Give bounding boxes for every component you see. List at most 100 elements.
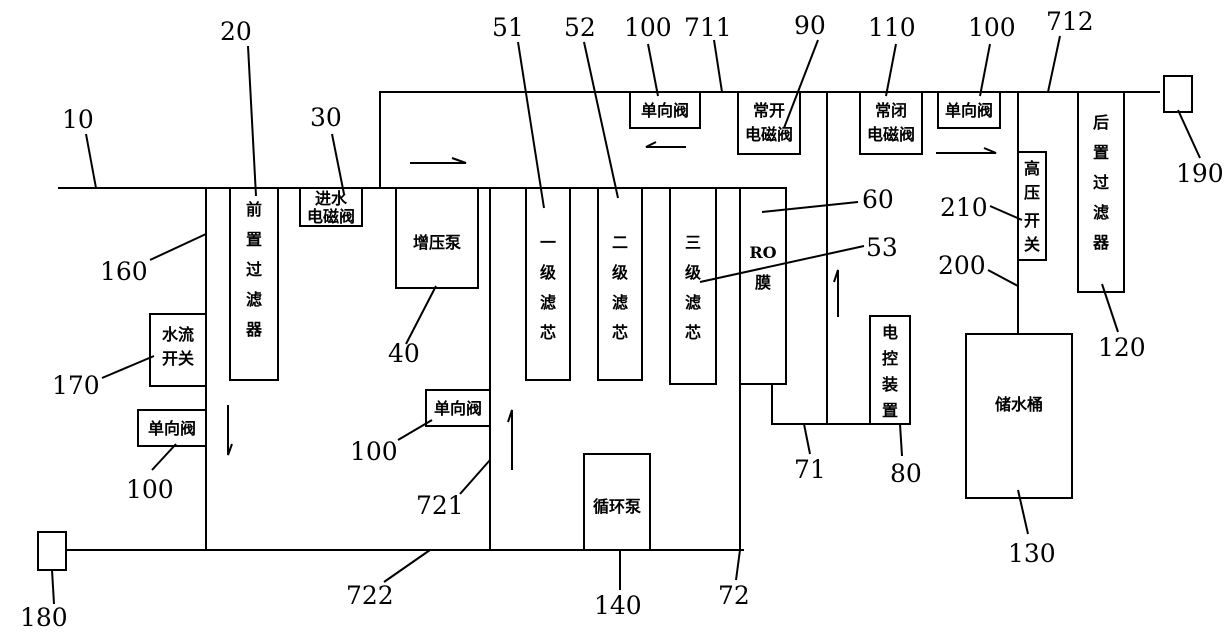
faucet-180 bbox=[37, 531, 67, 571]
filter3-label-4: 芯 bbox=[685, 323, 701, 342]
post-filter-label-1: 后 bbox=[1093, 113, 1109, 132]
check-valve-top-left: 单向阀 bbox=[629, 91, 701, 129]
ref-90: 90 bbox=[794, 11, 826, 40]
flow-switch-label-1: 水流 bbox=[162, 325, 194, 344]
arrow-up-icon bbox=[833, 269, 839, 317]
tank-label: 储水桶 bbox=[994, 395, 1043, 414]
filter3-label-2: 级 bbox=[685, 263, 702, 282]
post-filter-label-5: 器 bbox=[1092, 233, 1110, 252]
ref-71: 71 bbox=[794, 455, 826, 484]
filter2-label-1: 二 bbox=[612, 233, 628, 252]
controller-label-1: 电 bbox=[882, 323, 898, 342]
ref-722: 722 bbox=[346, 581, 394, 610]
flow-arrows bbox=[227, 141, 997, 470]
controller-label-2: 控 bbox=[882, 349, 898, 368]
electric-control-device: 电 控 装 置 bbox=[869, 315, 911, 425]
normally-closed-valve: 常闭 电磁阀 bbox=[859, 91, 923, 155]
circ-pump-label: 循环泵 bbox=[593, 497, 641, 516]
nc-valve-label-2: 电磁阀 bbox=[867, 125, 915, 144]
pre-filter-label-1: 前 bbox=[246, 200, 262, 219]
filter-stage-2: 二 级 滤 芯 bbox=[597, 187, 643, 381]
ref-120: 120 bbox=[1098, 333, 1146, 362]
ref-51: 51 bbox=[492, 13, 524, 42]
ref-53: 53 bbox=[866, 233, 898, 262]
check-valve-top-right: 单向阀 bbox=[937, 91, 1001, 129]
ro-membrane: RO 膜 bbox=[739, 187, 787, 385]
check-valve-label: 单向阀 bbox=[641, 101, 689, 120]
filter3-label-3: 滤 bbox=[685, 293, 701, 312]
filter3-label-1: 三 bbox=[685, 233, 701, 252]
ref-130: 130 bbox=[1008, 539, 1056, 568]
ref-72: 72 bbox=[718, 581, 750, 610]
circulating-pump: 循环泵 bbox=[583, 453, 651, 551]
hp-switch-label-3: 开 bbox=[1024, 211, 1040, 230]
inlet-valve-label-1: 进水 bbox=[315, 189, 348, 208]
filter2-label-2: 级 bbox=[612, 263, 629, 282]
post-filter: 后 置 过 滤 器 bbox=[1077, 91, 1125, 293]
pre-filter-label-2: 置 bbox=[246, 230, 262, 249]
controller-label-3: 装 bbox=[881, 375, 898, 394]
booster-pump-label: 增压泵 bbox=[413, 233, 461, 252]
hp-switch-label-4: 关 bbox=[1024, 235, 1040, 254]
no-valve-label-2: 电磁阀 bbox=[745, 125, 793, 144]
ref-721: 721 bbox=[416, 491, 464, 520]
ref-711: 711 bbox=[684, 13, 732, 42]
check-valve-label: 单向阀 bbox=[434, 399, 482, 418]
flow-switch-label-2: 开关 bbox=[162, 349, 194, 368]
check-valve-label: 单向阀 bbox=[945, 101, 993, 120]
ref-10: 10 bbox=[62, 105, 94, 134]
filter2-label-4: 芯 bbox=[612, 323, 628, 342]
inlet-solenoid-valve: 进水 电磁阀 bbox=[299, 187, 363, 227]
ref-100-left: 100 bbox=[126, 475, 174, 504]
pre-filter-label-3: 过 bbox=[246, 260, 262, 279]
ref-190: 190 bbox=[1176, 159, 1224, 188]
ro-prefix-label: RO bbox=[749, 243, 776, 262]
ref-160: 160 bbox=[100, 257, 148, 286]
pre-filter-label-4: 滤 bbox=[246, 290, 262, 309]
ref-52: 52 bbox=[564, 13, 596, 42]
no-valve-label-1: 常开 bbox=[753, 101, 785, 120]
ref-200: 200 bbox=[938, 251, 986, 280]
ref-210: 210 bbox=[940, 193, 988, 222]
pre-filter-label-5: 器 bbox=[245, 320, 263, 339]
post-filter-label-4: 滤 bbox=[1093, 203, 1109, 222]
booster-pump: 增压泵 bbox=[395, 187, 479, 289]
arrow-up-icon bbox=[507, 409, 513, 470]
ref-110: 110 bbox=[868, 13, 916, 42]
ref-100-middle: 100 bbox=[350, 437, 398, 466]
inlet-valve-label-2: 电磁阀 bbox=[307, 207, 355, 226]
reference-numbers: 10 20 30 40 51 52 100 711 90 110 100 712… bbox=[20, 7, 1224, 632]
ref-100-top-left: 100 bbox=[624, 13, 672, 42]
ref-30: 30 bbox=[310, 103, 342, 132]
nc-valve-label-1: 常闭 bbox=[875, 101, 907, 120]
ref-20: 20 bbox=[220, 17, 252, 46]
arrow-right-icon bbox=[410, 157, 467, 164]
filter-stage-1: 一 级 滤 芯 bbox=[525, 187, 571, 381]
filter1-label-2: 级 bbox=[540, 263, 557, 282]
pre-filter: 前 置 过 滤 器 bbox=[229, 187, 279, 381]
ref-60: 60 bbox=[862, 185, 894, 214]
ref-180: 180 bbox=[20, 603, 68, 632]
arrow-down-icon bbox=[227, 405, 233, 456]
filter1-label-4: 芯 bbox=[540, 323, 556, 342]
leader-lines bbox=[51, 35, 1201, 605]
ro-membrane-label: 膜 bbox=[755, 273, 771, 292]
hp-switch-label-2: 压 bbox=[1024, 183, 1040, 202]
high-pressure-switch: 高 压 开 关 bbox=[1017, 151, 1047, 261]
storage-tank: 储水桶 bbox=[965, 333, 1073, 499]
filter1-label-3: 滤 bbox=[540, 293, 556, 312]
flow-switch: 水流 开关 bbox=[149, 313, 207, 387]
arrow-right-icon bbox=[936, 147, 997, 154]
ref-170: 170 bbox=[52, 371, 100, 400]
normally-open-valve: 常开 电磁阀 bbox=[737, 91, 801, 155]
controller-label-4: 置 bbox=[882, 401, 898, 420]
ref-712: 712 bbox=[1046, 7, 1094, 36]
arrow-left-icon bbox=[645, 141, 686, 148]
ref-80: 80 bbox=[890, 459, 922, 488]
post-filter-label-3: 过 bbox=[1093, 173, 1109, 192]
hp-switch-label-1: 高 bbox=[1024, 159, 1040, 178]
faucet-190 bbox=[1163, 75, 1193, 113]
check-valve-left: 单向阀 bbox=[137, 409, 207, 447]
check-valve-label: 单向阀 bbox=[148, 419, 196, 438]
